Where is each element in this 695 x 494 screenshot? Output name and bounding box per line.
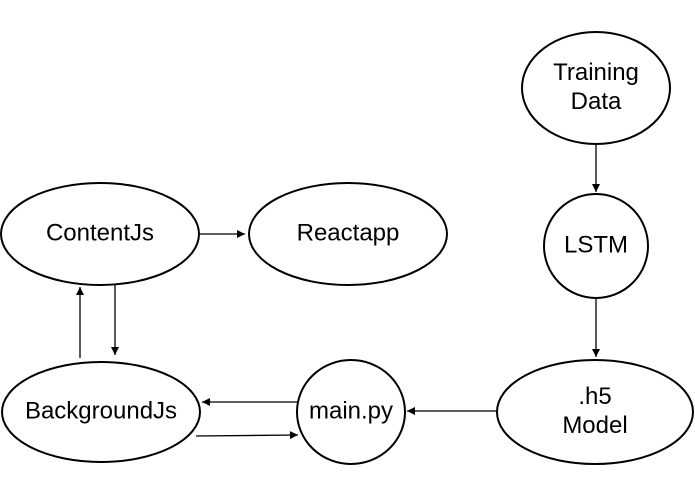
node-lstm — [543, 193, 649, 299]
node-mainpy — [296, 359, 406, 465]
edge-backgroundjs-to-mainpy — [195, 431, 299, 440]
node-contentjs — [0, 182, 200, 286]
node-reactapp — [248, 182, 448, 286]
node-h5-model — [496, 359, 694, 465]
node-backgroundjs — [1, 361, 201, 463]
node-training-data — [521, 31, 671, 145]
